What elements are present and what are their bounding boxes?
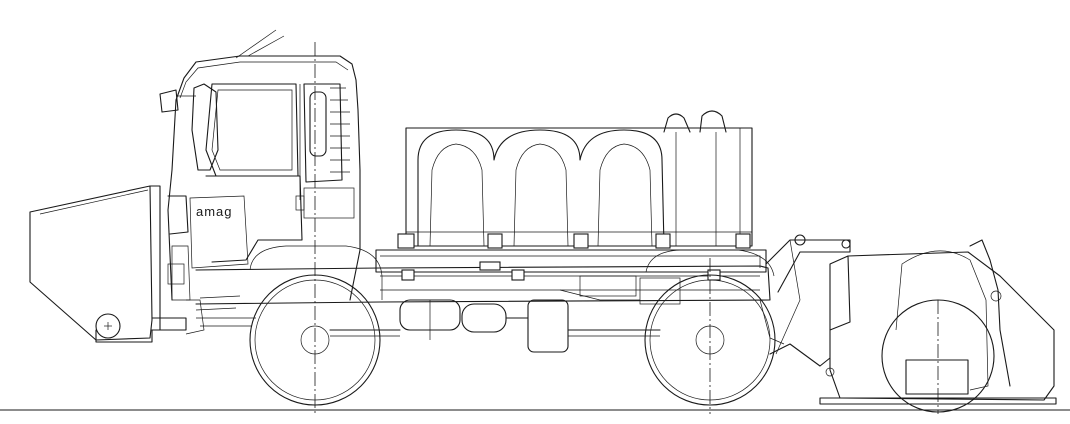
front-plough-blade	[29, 185, 187, 343]
cab-brand-lettering: amag	[196, 204, 233, 219]
chassis-frame	[195, 249, 771, 305]
front-wheel	[249, 245, 383, 406]
drivetrain-underbody	[329, 275, 785, 353]
rear-sweeper-attachment	[765, 234, 1057, 413]
plough-mounting-frame	[185, 299, 256, 335]
truck-cab	[159, 29, 361, 311]
salt-spreader-hopper	[397, 110, 753, 249]
